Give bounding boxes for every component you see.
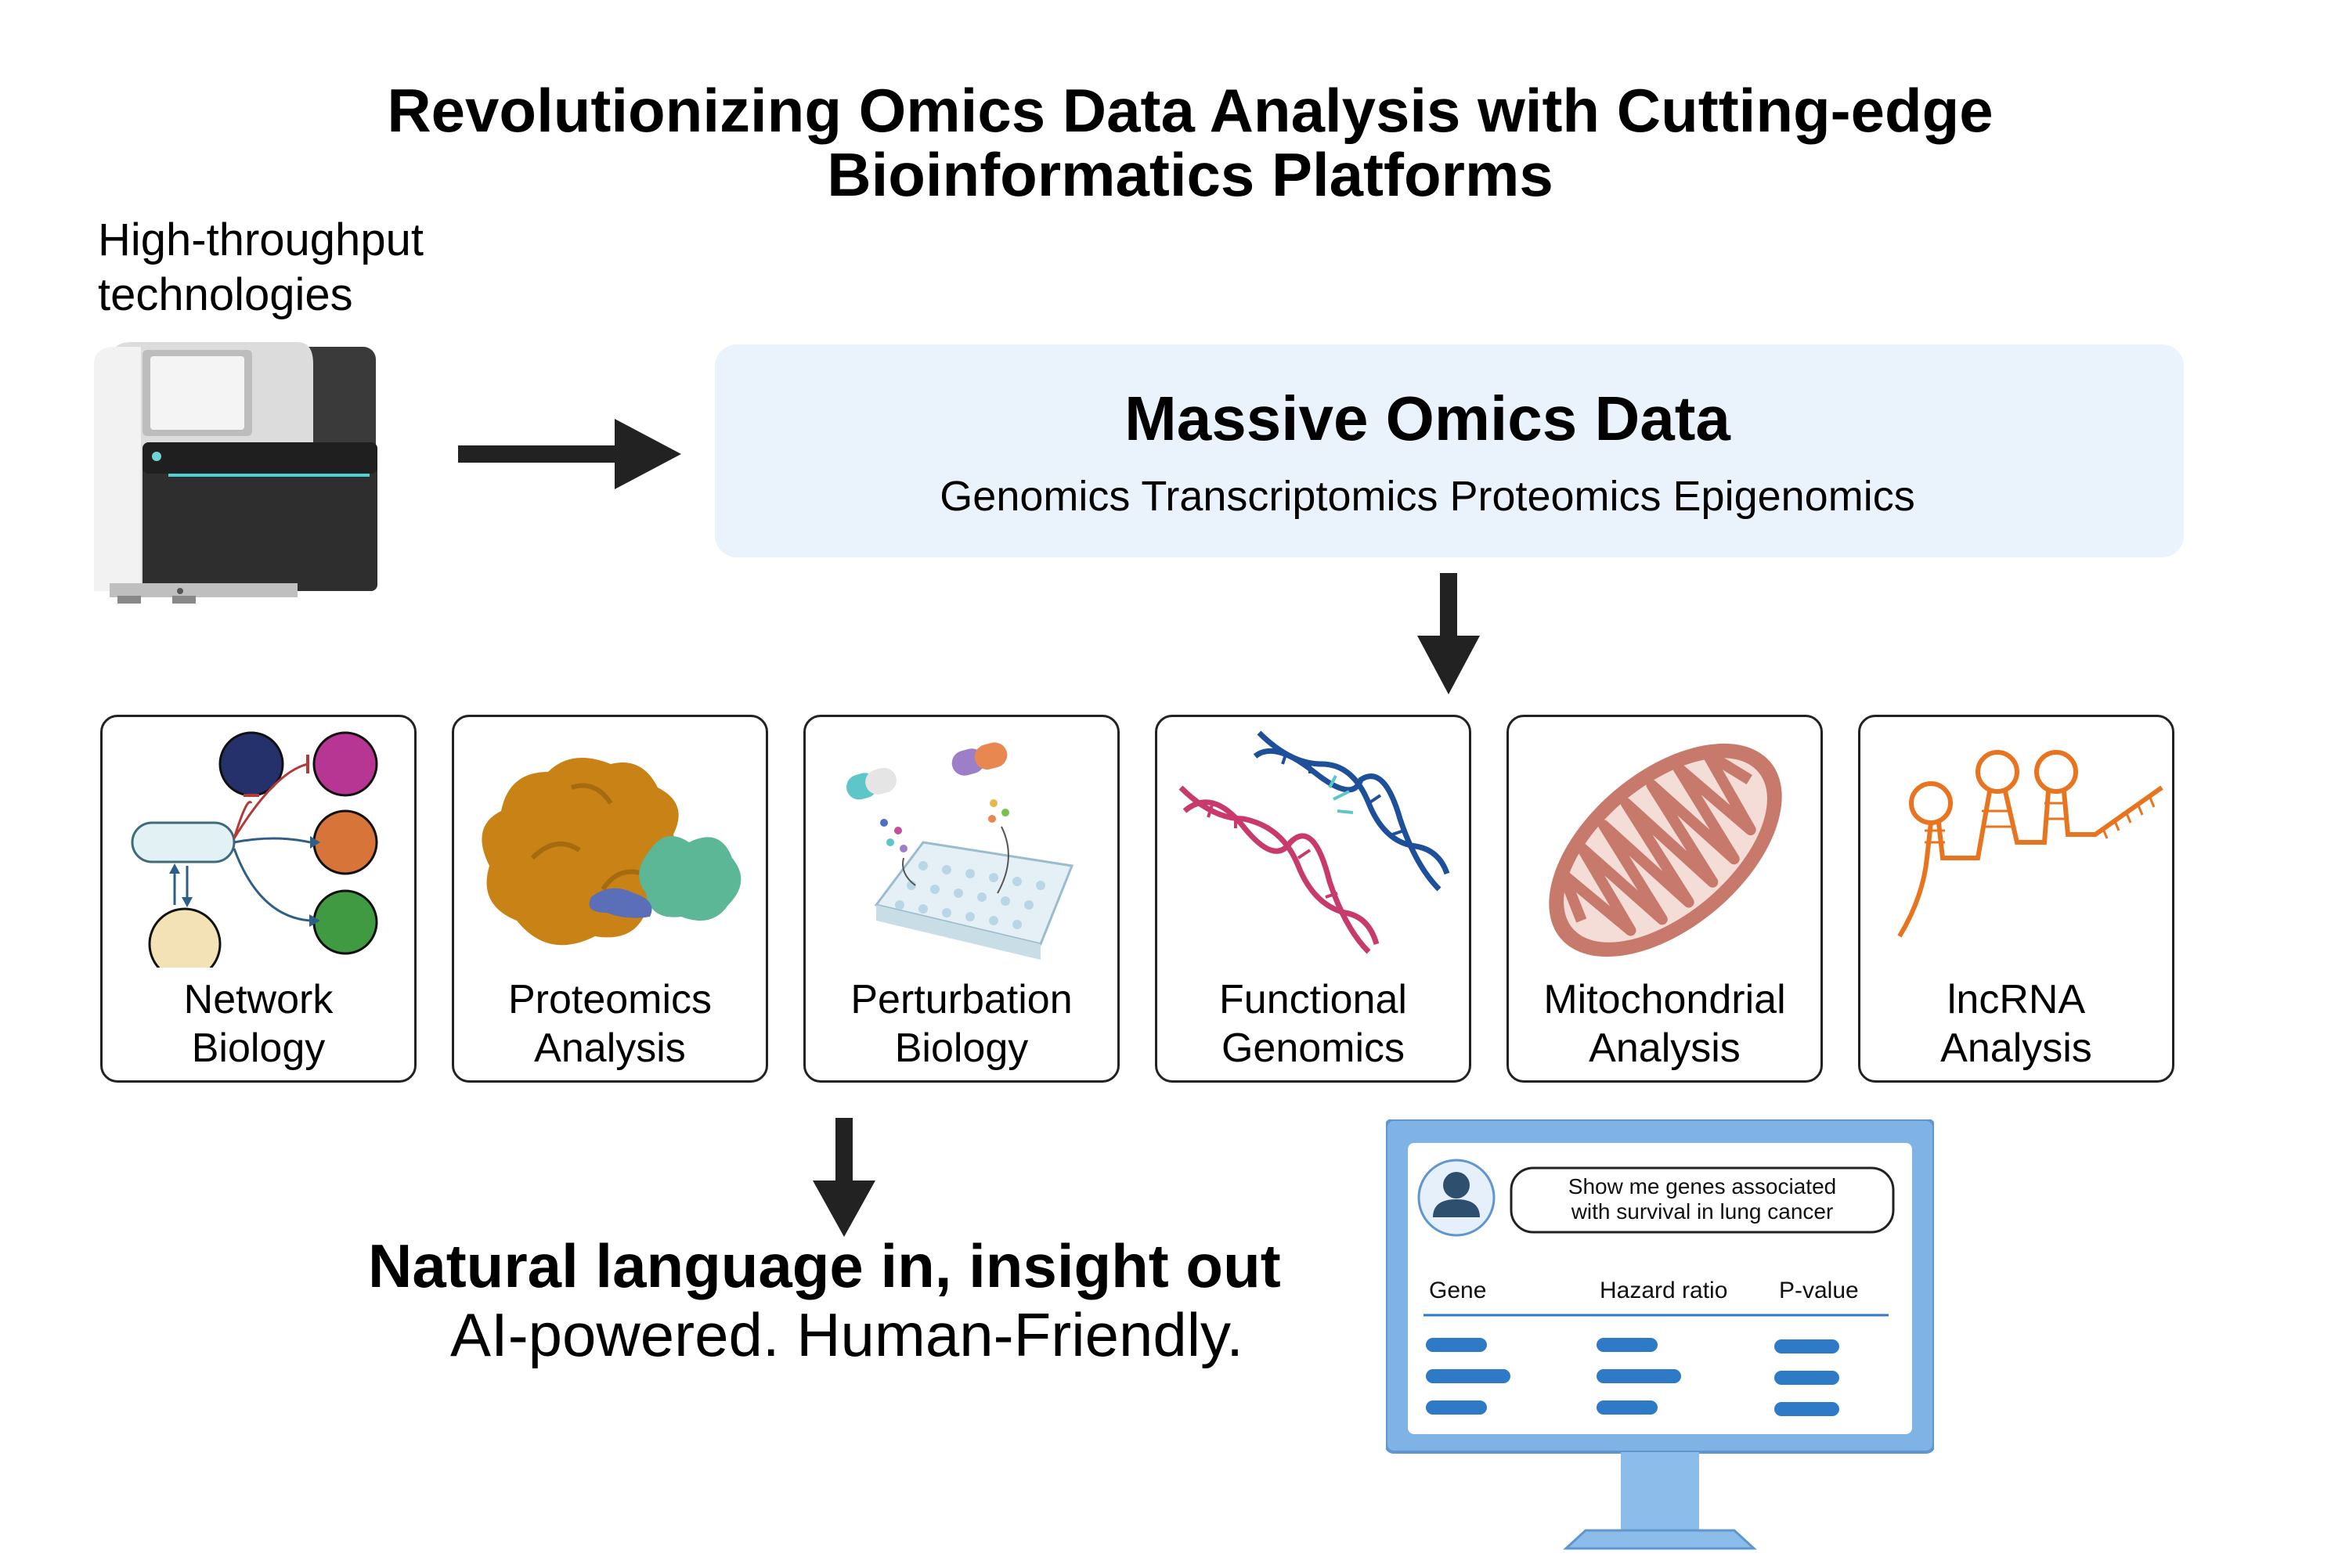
chat-prompt-line-2: with survival in lung cancer <box>1571 1199 1834 1224</box>
well-plate-drug-icon <box>846 742 1074 960</box>
card-label-line-2: Genomics <box>1221 1026 1405 1071</box>
card-label-line-2: Analysis <box>534 1026 686 1071</box>
card-label-line-1: Proteomics <box>507 977 713 1022</box>
card-network-biology: Network Biology <box>100 715 417 1083</box>
omics-data-panel <box>715 344 2184 557</box>
card-label-line-1: Network <box>183 977 334 1022</box>
rna-hairpin-icon <box>1897 750 2163 938</box>
instrument-label-line-2: technologies <box>98 269 353 320</box>
computer-monitor-icon: Show me genes associated with survival i… <box>1386 1119 1934 1550</box>
instrument-label: High-throughput technologies <box>98 213 505 323</box>
card-label: Perturbation Biology <box>806 975 1117 1072</box>
network-diagram-icon <box>131 731 378 968</box>
tagline-bold: Natural language in, insight out <box>368 1231 1281 1300</box>
tagline-regular: AI-powered. Human-Friendly. <box>450 1300 1243 1369</box>
sequencer-machine-icon <box>94 342 377 604</box>
card-label-line-2: Biology <box>894 1026 1029 1071</box>
column-header-p-value: P-value <box>1779 1278 1859 1303</box>
dna-helix-icon <box>1178 730 1450 954</box>
card-label-line-1: lncRNA <box>1947 977 2086 1022</box>
card-label-line-2: Analysis <box>1940 1026 2092 1071</box>
table-placeholder-bars <box>1426 1338 1839 1416</box>
protein-structure-icon <box>482 758 742 946</box>
card-mitochondrial-analysis: Mitochondrial Analysis <box>1506 715 1823 1083</box>
card-label: Mitochondrial Analysis <box>1509 975 1820 1072</box>
title-line-2: Bioinformatics Platforms <box>827 140 1553 209</box>
card-label-line-1: Perturbation <box>850 977 1073 1022</box>
instrument-label-line-1: High-throughput <box>98 214 424 265</box>
card-label-line-2: Analysis <box>1589 1026 1741 1071</box>
mitochondrion-icon <box>1549 743 1782 957</box>
page-title: Revolutionizing Omics Data Analysis with… <box>0 78 2349 207</box>
card-label-line-1: Functional <box>1219 977 1407 1022</box>
card-label: Proteomics Analysis <box>454 975 766 1072</box>
card-label: Functional Genomics <box>1157 975 1469 1072</box>
card-lncrna-analysis: lncRNA Analysis <box>1858 715 2174 1083</box>
card-perturbation-biology: Perturbation Biology <box>803 715 1120 1083</box>
column-header-hazard-ratio: Hazard ratio <box>1600 1278 1727 1303</box>
card-proteomics-analysis: Proteomics Analysis <box>452 715 768 1083</box>
column-header-gene: Gene <box>1429 1278 1486 1303</box>
card-functional-genomics: Functional Genomics <box>1155 715 1471 1083</box>
omics-title: Massive Omics Data <box>1124 384 1730 453</box>
omics-subtitle: Genomics Transcriptomics Proteomics Epig… <box>940 473 1915 520</box>
title-line-1: Revolutionizing Omics Data Analysis with… <box>387 76 1994 145</box>
arrow-down-icon <box>813 1118 875 1237</box>
card-label: Network Biology <box>103 975 414 1072</box>
arrow-down-icon <box>1417 573 1480 694</box>
card-label-line-1: Mitochondrial <box>1543 977 1786 1022</box>
arrow-right-icon <box>458 419 681 489</box>
card-label: lncRNA Analysis <box>1860 975 2172 1072</box>
chat-prompt-line-1: Show me genes associated <box>1568 1174 1836 1199</box>
card-label-line-2: Biology <box>191 1026 326 1071</box>
